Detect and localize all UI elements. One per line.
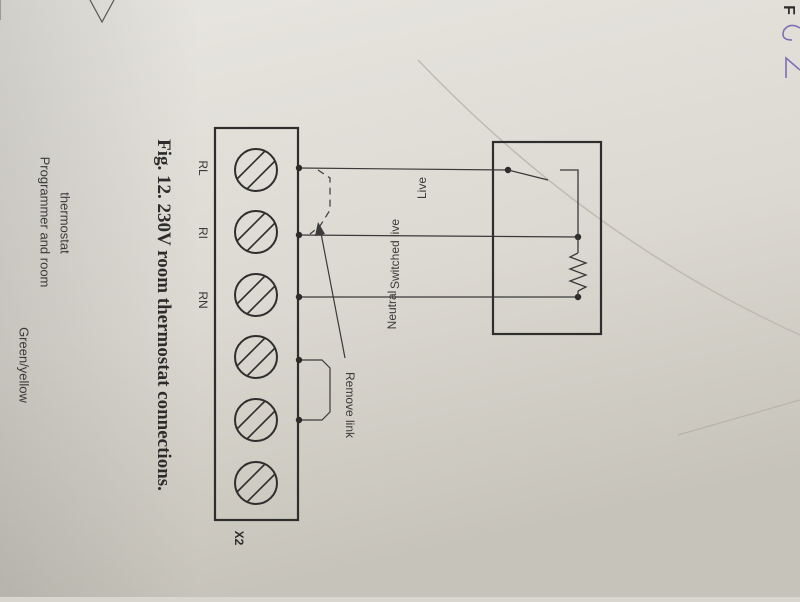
remove-link-label: Remove link (343, 371, 357, 439)
terminal-screw-3 (234, 273, 278, 317)
handwritten-pen-marks (782, 24, 800, 78)
terminal-block-label-x2: X2 (232, 530, 246, 546)
terminal-screw-slot-5-1 (236, 400, 266, 430)
connection-dots (295, 164, 582, 424)
terminal-screw-slot-1-2 (246, 160, 276, 190)
upper-page-line (89, 0, 115, 24)
terminal-screw-slot-6-2 (246, 473, 276, 503)
remove-link-wire (298, 359, 331, 421)
label-programmer-room: Programmer and room (37, 156, 53, 288)
terminal-screw-1 (234, 148, 278, 192)
terminal-screw-slot-3-2 (246, 285, 276, 315)
terminal-screw-slot-1-1 (236, 150, 266, 180)
terminal-block-x2 (213, 126, 300, 522)
figure-caption: Fig. 12. 230V room thermostat connection… (153, 139, 174, 491)
terminal-screw-5 (234, 398, 278, 442)
terminal-screw-slot-2-2 (246, 222, 276, 252)
wire-label-switched-live: Switched live (388, 218, 402, 290)
terminal-label-rn: RN (196, 291, 210, 309)
wires (297, 167, 581, 421)
terminal-screw-2 (234, 210, 278, 254)
terminal-screws (234, 148, 278, 505)
remove-link-arrowhead (315, 222, 325, 236)
terminal-screw-slot-6-1 (236, 463, 266, 493)
page-fold-line-lower (677, 399, 800, 436)
terminal-screw-4 (234, 335, 278, 379)
terminal-label-rl: RL (196, 160, 210, 176)
terminal-screw-slot-4-2 (246, 347, 276, 377)
thermostat-internals (507, 169, 588, 297)
label-programmer-thermostat: thermostat (57, 192, 73, 254)
wire-switched-live (297, 234, 581, 238)
terminal-screw-slot-4-1 (236, 337, 266, 367)
terminal-screw-slot-2-1 (236, 212, 266, 242)
wire-label-live: Live (415, 176, 429, 200)
wire-live (297, 167, 509, 171)
wire-label-neutral: Neutral (385, 290, 399, 330)
corner-letter: F (780, 5, 797, 15)
label-green-yellow: Green/yellow (16, 327, 32, 403)
remove-link-arrow (319, 227, 346, 359)
terminal-screw-slot-3-1 (236, 275, 266, 305)
terminal-screw-slot-5-2 (246, 410, 276, 440)
terminal-label-ri: RI (196, 227, 210, 239)
room-thermostat-box (491, 140, 603, 336)
page-fold-line (417, 59, 800, 336)
terminal-screw-6 (234, 461, 278, 505)
